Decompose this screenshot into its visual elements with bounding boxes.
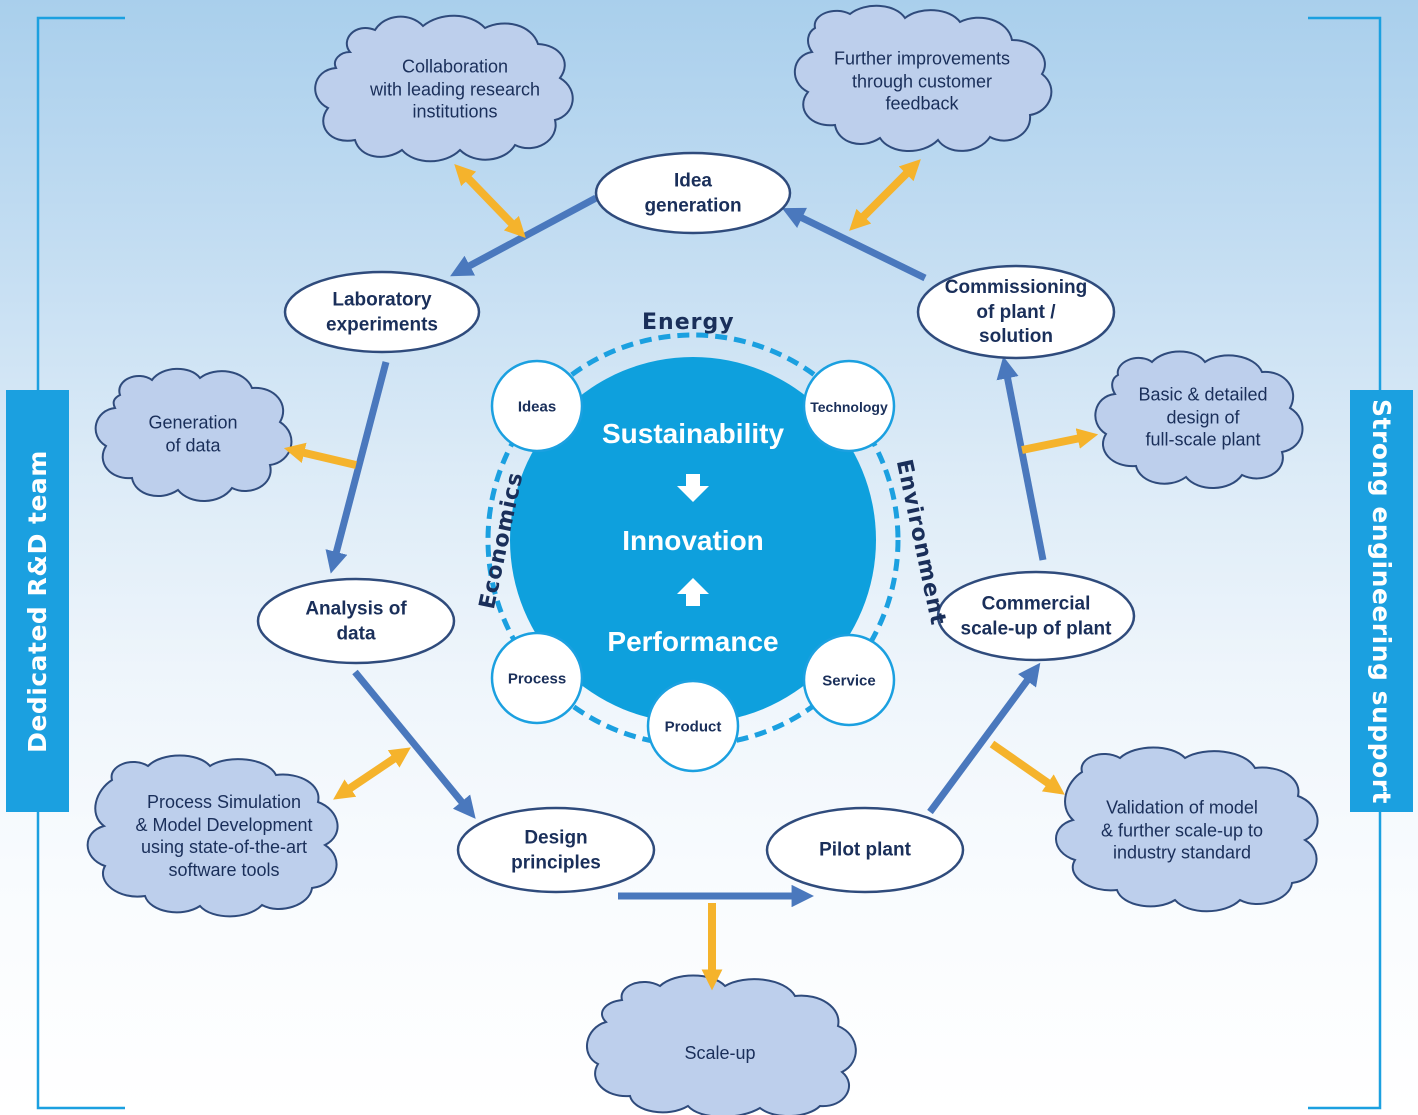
flow-lab-to-analysis: [325, 361, 390, 574]
stage-pilot-plant-shape: [765, 806, 965, 894]
link-generation-data: [283, 442, 357, 469]
flow-commercial-to-commissioning: [996, 356, 1047, 561]
link-basic-design: [1021, 428, 1099, 454]
stage-commissioning-shape: [916, 264, 1116, 360]
dedicated-rd-team-text: Dedicated R&D team: [23, 449, 53, 753]
flow-pilot-to-commercial: [927, 662, 1041, 815]
core-dashed-ring: [485, 332, 901, 748]
cloud-generation-data: [94, 367, 293, 502]
cloud-validation: [1055, 746, 1319, 913]
cloud-basic-design: [1094, 350, 1304, 489]
engineering-support-label: Strong engineering support: [1350, 390, 1413, 812]
ring-node-process-circle: [490, 631, 584, 725]
cloud-scale-up: [586, 974, 857, 1115]
stage-laboratory-experiments-shape: [283, 270, 481, 354]
core-circle: [510, 357, 876, 723]
stage-design-principles-shape: [456, 806, 656, 894]
link-collaboration: [454, 164, 526, 238]
right-frame-bracket: [1308, 16, 1382, 1110]
flow-idea-to-lab: [450, 194, 598, 277]
cloud-feedback: [793, 4, 1053, 153]
ring-node-service-circle: [802, 633, 896, 727]
engineering-support-text: Strong engineering support: [1367, 398, 1397, 804]
ring-node-technology-circle: [802, 359, 896, 453]
flow-commissioning-to-idea: [781, 207, 927, 282]
left-frame-bracket: [36, 16, 125, 1110]
cloud-simulation: [86, 754, 339, 918]
ring-node-product-circle: [646, 679, 740, 773]
stage-idea-generation-shape: [594, 151, 792, 235]
cloud-collaboration: [314, 14, 574, 163]
ring-node-ideas-circle: [490, 359, 584, 453]
flow-analysis-to-design: [352, 669, 476, 819]
dedicated-rd-team-label: Dedicated R&D team: [6, 390, 69, 812]
link-feedback: [849, 159, 921, 231]
link-simulation: [333, 747, 411, 800]
stage-commercial-scale-up-shape: [936, 570, 1136, 662]
link-validation: [989, 740, 1065, 795]
stage-analysis-of-data-shape: [256, 577, 456, 665]
